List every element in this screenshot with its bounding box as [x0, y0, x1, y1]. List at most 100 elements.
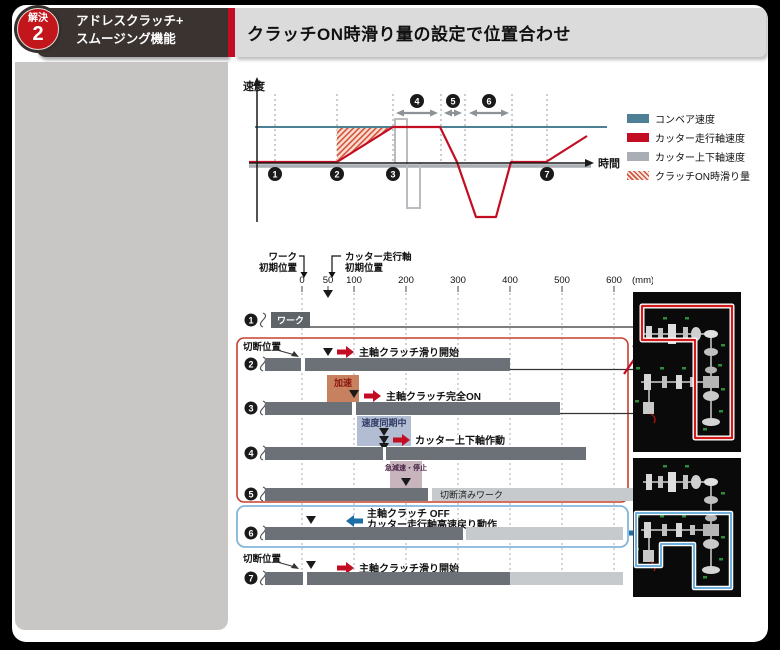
return-group-box [236, 505, 629, 548]
scale-ticks [301, 286, 615, 292]
cut-position-label-top: 切断位置 [243, 341, 282, 353]
legend-swatch-conveyor [627, 113, 649, 123]
row7-number: 7 [248, 574, 253, 584]
row2-annotation: 主軸クラッチ滑り開始 [359, 346, 459, 359]
cut-position-label-bottom: 切断位置 [243, 553, 282, 565]
machine-photo-return [633, 458, 741, 597]
row-next-slip-start: 切断位置 主軸クラッチ滑り開始 7 [243, 553, 623, 586]
row3-annotation: 主軸クラッチ完全ON [386, 390, 481, 403]
x-axis-arrow-icon [585, 159, 594, 167]
left-sidebar [15, 62, 228, 630]
row2-number: 2 [248, 360, 253, 370]
photo1-highlight-halo [639, 303, 735, 441]
svg-text:100: 100 [346, 275, 362, 286]
svg-text:200: 200 [398, 275, 414, 286]
header-red-divider [228, 8, 235, 57]
svg-text:ワーク: ワーク [268, 252, 297, 263]
marker-1: 1 [272, 170, 277, 180]
machine-photo-cutting [633, 292, 741, 452]
legend-swatch-vertical [627, 151, 649, 161]
badge-number: 2 [32, 23, 44, 45]
row1-number: 1 [248, 316, 253, 326]
row-decel-stop: 急減速・停止 5 切断済みワーク [244, 461, 643, 502]
legend-item-slip: クラッチON時滑り量 [627, 170, 750, 183]
cut-position-arrow2-icon [291, 563, 299, 569]
svg-text:初期位置: 初期位置 [345, 262, 384, 274]
cutter-init-connector [331, 255, 341, 273]
decel-phase-label: 急減速・停止 [385, 463, 427, 472]
row-work: 1 ワーク [244, 312, 645, 328]
photo1-highlight-outline [640, 304, 734, 440]
marker-2: 2 [334, 170, 339, 180]
y-axis-arrow-icon [253, 77, 261, 86]
marker-7: 7 [544, 170, 549, 180]
row4-annotation: カッター上下軸作動 [415, 434, 505, 447]
cut-position-arrow-icon [291, 351, 299, 357]
header-title-bar: クラッチON時滑り量の設定で位置合わせ [235, 8, 766, 57]
svg-text:500: 500 [554, 275, 570, 286]
x-axis-label: 時間 [598, 156, 620, 170]
solution-badge: 解決 2 [14, 5, 62, 53]
work-init-arrow-icon [300, 272, 308, 278]
unit-label: (mm) [632, 275, 653, 286]
badge-label: 解決 [28, 13, 48, 24]
marker-3: 3 [390, 170, 395, 180]
chart-gridlines [274, 94, 548, 163]
cut-work-bar-label: 切断済みワーク [440, 489, 503, 500]
row3-number: 3 [248, 404, 253, 414]
legend-label-vertical: カッター上下軸速度 [655, 152, 745, 164]
row-clutch-off-return: 主軸クラッチ OFF カッター走行軸高速戻り動作 6 [244, 507, 646, 541]
legend-swatch-travel [627, 132, 649, 142]
accel-phase-label: 加速 [333, 377, 352, 388]
sync-phase-label: 速度同期中 [361, 417, 406, 428]
row4-number: 4 [248, 449, 253, 459]
photo2-highlight-outline [635, 512, 732, 589]
svg-text:カッター走行軸: カッター走行軸 [345, 251, 412, 263]
svg-text:0: 0 [299, 275, 304, 286]
legend-swatch-slip [627, 170, 649, 180]
velocity-time-chart: 速度 時間 4 5 6 1 2 3 7 [243, 77, 620, 222]
cutter-init-position-marker [323, 290, 333, 298]
category-line2: スムージング機能 [76, 31, 176, 46]
row-clutch-slip-start: 切断位置 主軸クラッチ滑り開始 2 [243, 341, 645, 372]
cutter-init-arrow-icon [328, 272, 336, 278]
row-cutter-vertical-action: 速度同期中 カッター上下軸作動 4 [244, 416, 586, 461]
row6-blue-arrow-icon [346, 515, 363, 527]
marker-4: 4 [414, 97, 419, 107]
y-axis-label: 速度 [243, 79, 266, 93]
work-init-connector [299, 255, 305, 273]
row6-position-marker [306, 516, 316, 524]
interval-arrowheads [396, 109, 509, 117]
category-label: アドレスクラッチ+ スムージング機能 [76, 13, 183, 48]
row7-position-marker [306, 561, 316, 569]
svg-text:600: 600 [606, 275, 622, 286]
legend-item-conveyor: コンベア速度 [627, 113, 750, 126]
svg-text:50: 50 [323, 275, 334, 286]
chart-step-markers: 4 5 6 1 2 3 7 [268, 94, 554, 181]
init-position-labels: ワーク 初期位置 カッター走行軸 初期位置 [259, 251, 412, 274]
row3-red-arrow-icon [364, 390, 381, 402]
legend-item-travel: カッター走行軸速度 [627, 132, 750, 145]
accel-phase-box [327, 375, 359, 404]
page-title: クラッチON時滑り量の設定で位置合わせ [247, 25, 571, 44]
row-clutch-full-on: 加速 主軸クラッチ完全ON 3 [244, 375, 645, 416]
row6-annotation-line1: 主軸クラッチ OFF [367, 507, 450, 520]
row5-number: 5 [248, 490, 253, 500]
svg-text:400: 400 [502, 275, 518, 286]
legend-label-slip: クラッチON時滑り量 [655, 171, 750, 183]
marker-5: 5 [450, 97, 455, 107]
solution-badge-inner: 解決 2 [17, 8, 59, 50]
svg-text:300: 300 [450, 275, 466, 286]
cutting-sequence-group-box [236, 337, 629, 503]
svg-text:初期位置: 初期位置 [259, 262, 298, 274]
work-bar-label: ワーク [277, 316, 304, 326]
category-line1: アドレスクラッチ+ [76, 14, 184, 28]
row2-position-marker [323, 348, 333, 356]
scale-labels: 0 50 100 200 300 400 500 600 (mm) [299, 275, 653, 286]
legend-item-vertical: カッター上下軸速度 [627, 151, 750, 164]
legend-label-travel: カッター走行軸速度 [655, 133, 745, 145]
row6-number: 6 [248, 529, 253, 539]
chart-legend: コンベア速度 カッター走行軸速度 カッター上下軸速度 クラッチON時滑り量 [627, 113, 750, 189]
position-diagram: 0 50 100 200 300 400 500 600 (mm) ワーク 初期… [236, 251, 653, 588]
